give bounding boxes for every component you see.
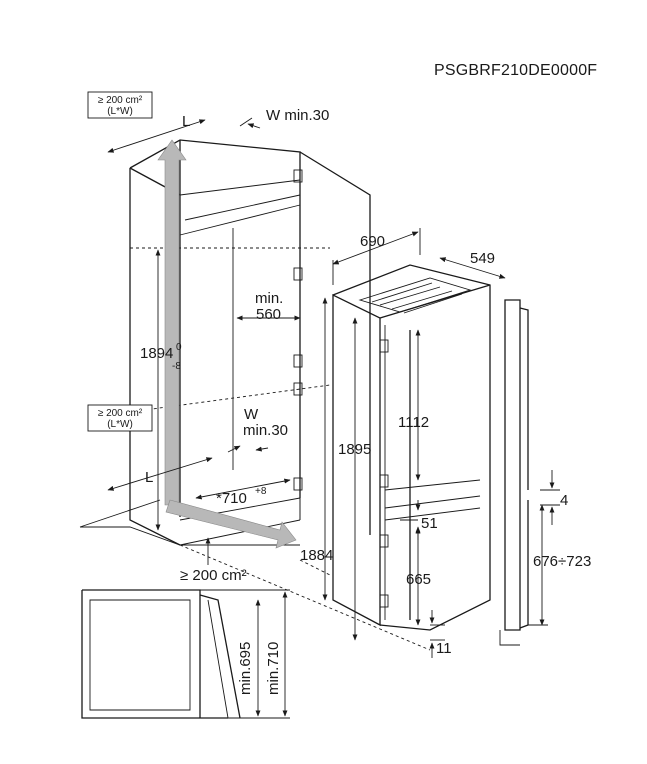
dim-1884: 1884 bbox=[300, 547, 333, 564]
airflow-arrows bbox=[157, 139, 297, 549]
svg-text:(L*W): (L*W) bbox=[107, 419, 133, 430]
dim-1894: 1894 bbox=[140, 345, 173, 362]
cabinet-niche bbox=[79, 139, 431, 651]
svg-text:≥ 200 cm²: ≥ 200 cm² bbox=[98, 408, 143, 419]
dim-W-top: W min.30 bbox=[266, 107, 329, 124]
vent-note-top: ≥ 200 cm² (L*W) bbox=[87, 91, 153, 119]
dim-W-mid-line1: W bbox=[244, 406, 259, 423]
dim-665: 665 bbox=[406, 571, 431, 588]
svg-text:≥ 200 cm²: ≥ 200 cm² bbox=[98, 95, 143, 106]
dim-4: 4 bbox=[560, 492, 568, 509]
dim-710: *710 bbox=[216, 490, 247, 507]
airflow-in-arrow bbox=[165, 499, 297, 549]
dim-min560-line2: 560 bbox=[256, 306, 281, 323]
dim-min560-line1: min. bbox=[255, 290, 283, 307]
dim-W-mid-line2: min.30 bbox=[243, 422, 288, 439]
vent-bottom: ≥ 200 cm² bbox=[180, 567, 247, 584]
svg-text:(L*W): (L*W) bbox=[107, 106, 133, 117]
dim-L-top: L bbox=[182, 113, 190, 130]
svg-text:-8: -8 bbox=[172, 361, 181, 372]
dim-51: 51 bbox=[421, 515, 438, 532]
vent-note-mid: ≥ 200 cm² (L*W) bbox=[87, 404, 153, 432]
dim-676-723: 676÷723 bbox=[533, 553, 591, 570]
dim-549: 549 bbox=[470, 250, 495, 267]
dim-11: 11 bbox=[436, 640, 452, 657]
dim-1895: 1895 bbox=[338, 441, 371, 458]
door-panel-profile bbox=[499, 299, 529, 646]
appliance-body bbox=[332, 264, 491, 631]
side-detail-inset bbox=[81, 589, 290, 719]
dim-min710: min.710 bbox=[265, 642, 282, 695]
dim-min695: min.695 bbox=[237, 642, 254, 695]
dim-1112: 1112 bbox=[398, 414, 429, 431]
model-code: PSGBRF210DE0000F bbox=[434, 62, 597, 79]
svg-text:+8: +8 bbox=[255, 486, 267, 497]
svg-text:0: 0 bbox=[176, 342, 182, 353]
dim-690: 690 bbox=[360, 233, 385, 250]
dim-L-bottom: L bbox=[145, 469, 153, 486]
